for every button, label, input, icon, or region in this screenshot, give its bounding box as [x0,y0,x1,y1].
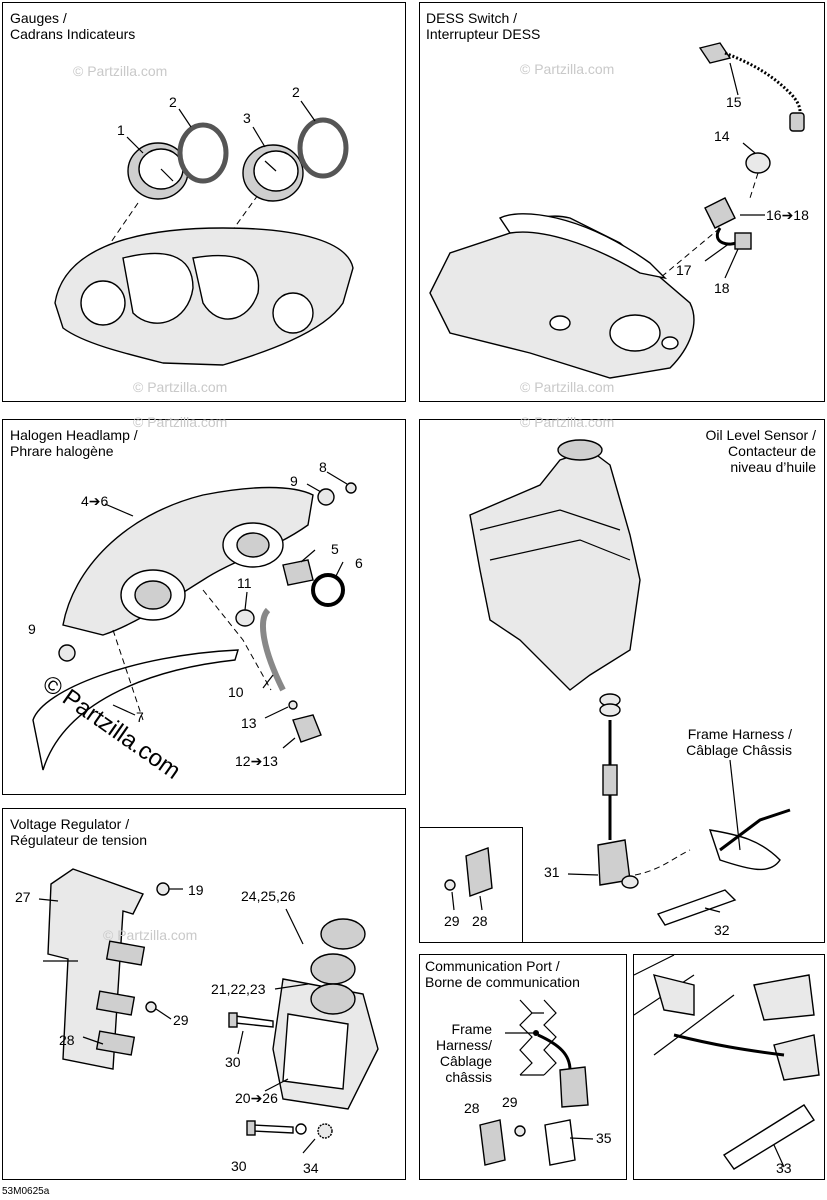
callout-28: 28 [59,1032,75,1048]
callout-13: 13 [241,715,257,731]
callout-8: 8 [319,459,327,475]
screw [444,879,456,891]
watermark: © Partzilla.com [133,414,228,430]
watermark: © Partzilla.com [103,927,198,943]
clip-illustration [444,847,493,911]
callout-31: 31 [544,864,560,880]
frame-harness-detail [773,1034,820,1081]
frame-harness [708,829,781,871]
panel-title: Oil Level Sensor / Contacteur de niveau … [705,427,817,475]
headlamp-connector [292,714,322,743]
watermark: © Partzilla.com [73,63,168,79]
regulator-bracket [47,868,144,1070]
headlamp-trim [32,649,239,771]
callout-18: 18 [714,280,730,296]
watermark: © Partzilla.com [520,379,615,395]
frame-harness-label: Frame Harness / Câblage Châssis [686,726,792,758]
panel-clip-inset: 29 28 [419,827,523,943]
mounting-clip [465,847,493,897]
oil-tank [469,449,641,691]
panel-voltage-regulator: Voltage Regulator / Régulateur de tensio… [2,808,406,1180]
gauges-illustration [54,100,354,366]
panel-title: Gauges / Cadrans Indicateurs [10,10,136,42]
callout-19: 19 [188,882,204,898]
dess-nut [745,152,771,174]
panel-dess: DESS Switch / Interrupteur DESS 15 14 16… [419,2,825,402]
protective-sleeve [656,889,737,926]
callout-29: 29 [502,1094,518,1110]
callout-20-26: 20➔26 [235,1090,278,1106]
callout-6: 6 [355,555,363,571]
callout-4-6: 4➔6 [81,493,109,509]
panel-headlamp: Halogen Headlamp / Phrare halogène [2,414,406,795]
panel-gauges: Gauges / Cadrans Indicateurs 1 2 3 2 © P… [2,2,406,402]
panel-communication-port: Communication Port / Borne de communicat… [419,954,627,1180]
panel-title: Halogen Headlamp / Phrare halogène [10,427,138,459]
callout-33: 33 [776,1160,792,1176]
headlamp-illustration [32,471,357,771]
watermark: © Partzilla.com [520,414,615,430]
callout-29: 29 [444,913,460,929]
callout-3: 3 [243,110,251,126]
safety-lanyard [698,42,732,64]
upper-body-panel [429,215,695,379]
callout-28: 28 [464,1100,480,1116]
headlamp-bulb [282,559,314,586]
callout-2: 2 [169,94,177,110]
callout-7: 7 [136,709,144,725]
callout-10: 10 [228,684,244,700]
communication-connector [559,1066,589,1108]
watermark: © Partzilla.com [520,61,615,77]
callout-16-18: 16➔18 [766,207,809,223]
callout-21-23: 21,22,23 [211,981,266,997]
oil-sensor-illustration [469,439,791,926]
callout-32: 32 [714,922,730,938]
callout-30: 30 [225,1054,241,1070]
callout-30b: 30 [231,1158,247,1174]
protective-sleeve [722,1104,815,1170]
watermark: © Partzilla.com [133,379,228,395]
panel-title: Communication Port / Borne de communicat… [425,958,580,990]
callout-9b: 9 [28,621,36,637]
callout-14: 14 [714,128,730,144]
regulator-illustration [38,868,379,1154]
callout-34: 34 [303,1160,319,1176]
callout-9: 9 [290,473,298,489]
callout-29: 29 [173,1012,189,1028]
detail-illustration [633,954,820,1170]
callout-2b: 2 [292,84,300,100]
callout-35: 35 [596,1130,612,1146]
callout-27: 27 [15,889,31,905]
callout-28: 28 [472,913,488,929]
callout-11: 11 [237,575,252,591]
panel-title: DESS Switch / Interrupteur DESS [426,10,541,42]
callout-5: 5 [331,541,339,557]
callout-15: 15 [726,94,742,110]
comm-port-illustration [479,999,594,1166]
callout-12-13: 12➔13 [235,753,278,769]
panel-detail: 33 [633,954,825,1180]
callout-24-26: 24,25,26 [241,888,296,904]
headlamp-housing [62,486,314,636]
panel-title: Voltage Regulator / Régulateur de tensio… [10,816,147,848]
callout-17: 17 [676,262,692,278]
panel-oil-sensor: Oil Level Sensor / Contacteur de niveau … [419,414,825,943]
dess-switch [704,197,736,229]
figure-caption: 53M0625a [2,1186,50,1197]
dess-illustration [429,42,805,379]
frame-harness-label: Frame Harness/ Câblage châssis [435,1021,492,1085]
callout-1: 1 [117,122,125,138]
connector-cap [544,1119,576,1166]
